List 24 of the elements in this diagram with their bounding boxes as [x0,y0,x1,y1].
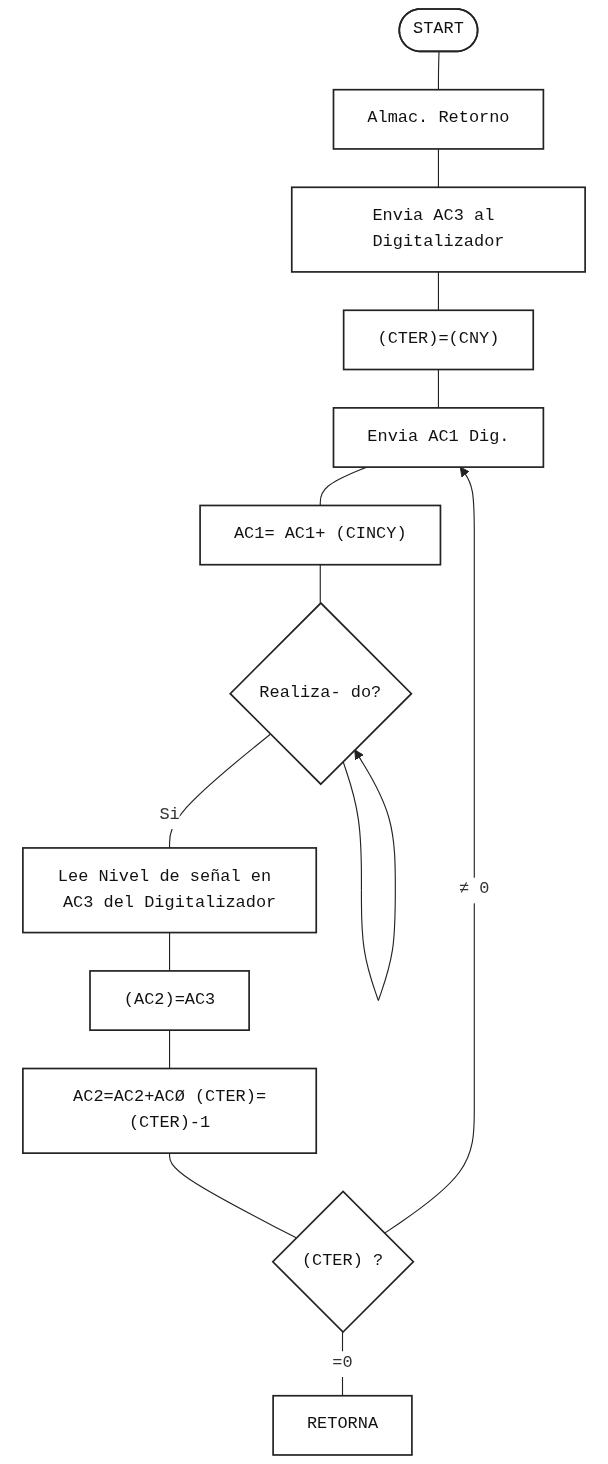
connector [169,733,271,849]
node-box: AC1= AC1+ (CINCY) [199,504,442,566]
node-box: Almac. Retorno [332,88,545,150]
node-box: AC2=AC2+ACØ (CTER)=(CTER)-1 [22,1067,318,1154]
node-box: Lee Nivel de señal en AC3 del Digitalizador [22,847,318,934]
edge-label: =0 [332,1353,353,1373]
node-box: Envia AC3 al Digitalizador [290,186,586,273]
connector [169,1029,171,1070]
node-box: (CTER)=(CNY) [342,309,535,371]
connector [169,1152,297,1239]
connector [437,368,439,409]
edge-label: Si [159,805,180,825]
node-box: (AC2)=AC3 [89,970,250,1031]
connector [169,932,171,972]
connector [437,148,439,188]
node-diamond: Realiza- do? [229,601,413,786]
edge-label: ≠ 0 [459,879,490,899]
node-diamond: (CTER) ? [271,1190,415,1334]
arrow [383,466,475,1234]
connector [437,271,439,311]
connector [437,51,440,91]
node-box: RETORNA [272,1394,413,1456]
node-box: Envia AC1 Dig. [332,407,545,468]
connector [319,564,321,604]
